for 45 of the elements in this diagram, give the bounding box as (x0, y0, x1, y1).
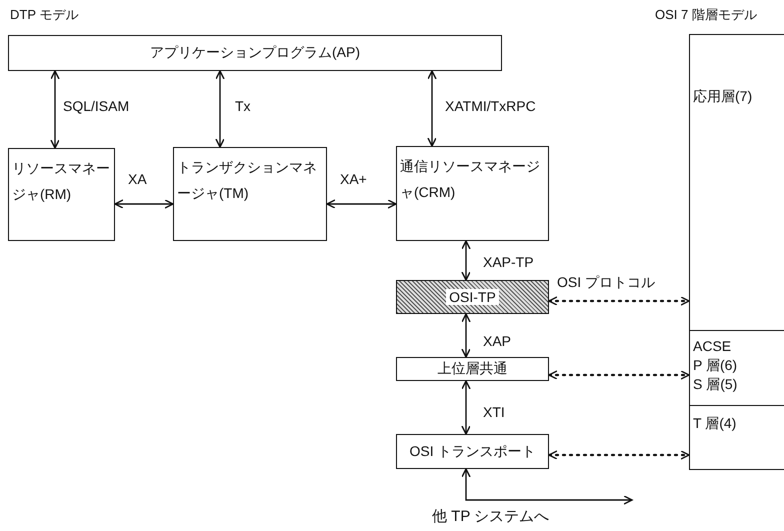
edge-label: SQL/ISAM (63, 98, 130, 114)
layer-box (396, 357, 549, 381)
edge-label: XAP-TP (483, 254, 534, 270)
node-text: 応用層(7) (693, 87, 754, 106)
arrow (461, 468, 633, 505)
arrow (114, 199, 174, 209)
manager-box (173, 147, 327, 241)
edge-label: XATMI/TxRPC (445, 98, 536, 114)
arrow (461, 240, 471, 281)
arrow (461, 313, 471, 358)
edge-label: 他 TP システムへ (432, 507, 550, 526)
arrow (427, 70, 437, 147)
node-text: 通信リソースマネージャ(CRM) (400, 157, 541, 202)
dotted-arrow (548, 370, 690, 380)
arrow (326, 199, 397, 209)
heading: OSI 7 階層モデル (655, 6, 757, 24)
dotted-arrow (548, 296, 690, 306)
program-box (8, 35, 502, 71)
hatched-box (396, 280, 549, 314)
edge-label: XA+ (340, 171, 367, 187)
edge-label: XTI (483, 404, 505, 420)
node-text: リソースマネージャ(RM) (12, 159, 111, 204)
node-text: 上位層共通 (438, 360, 508, 378)
edge-label: OSI プロトコル (557, 274, 656, 292)
edge-label: XA (128, 171, 147, 187)
heading: DTP モデル (10, 6, 78, 24)
node-text: OSI トランスポート (409, 442, 536, 460)
layer-box (396, 434, 549, 469)
edge-label: XAP (483, 333, 512, 349)
osi-layer-box (689, 34, 784, 331)
node-text: P 層(6) (693, 356, 738, 375)
arrow (461, 380, 471, 435)
manager-box (8, 148, 115, 241)
node-text: OSI-TP (446, 289, 499, 305)
node-text: アプリケーションプログラム(AP) (150, 44, 360, 62)
arrow (50, 70, 60, 149)
dotted-arrow (548, 450, 690, 460)
osi-layer-box (689, 405, 784, 470)
edge-label: Tx (235, 98, 251, 114)
node-text: トランザクションマネージャ(TM) (177, 158, 317, 203)
manager-box (396, 146, 549, 241)
node-text: ACSE (693, 337, 732, 356)
node-text: T 層(4) (693, 414, 738, 433)
node-text: S 層(5) (693, 375, 738, 394)
arrow (215, 70, 225, 148)
